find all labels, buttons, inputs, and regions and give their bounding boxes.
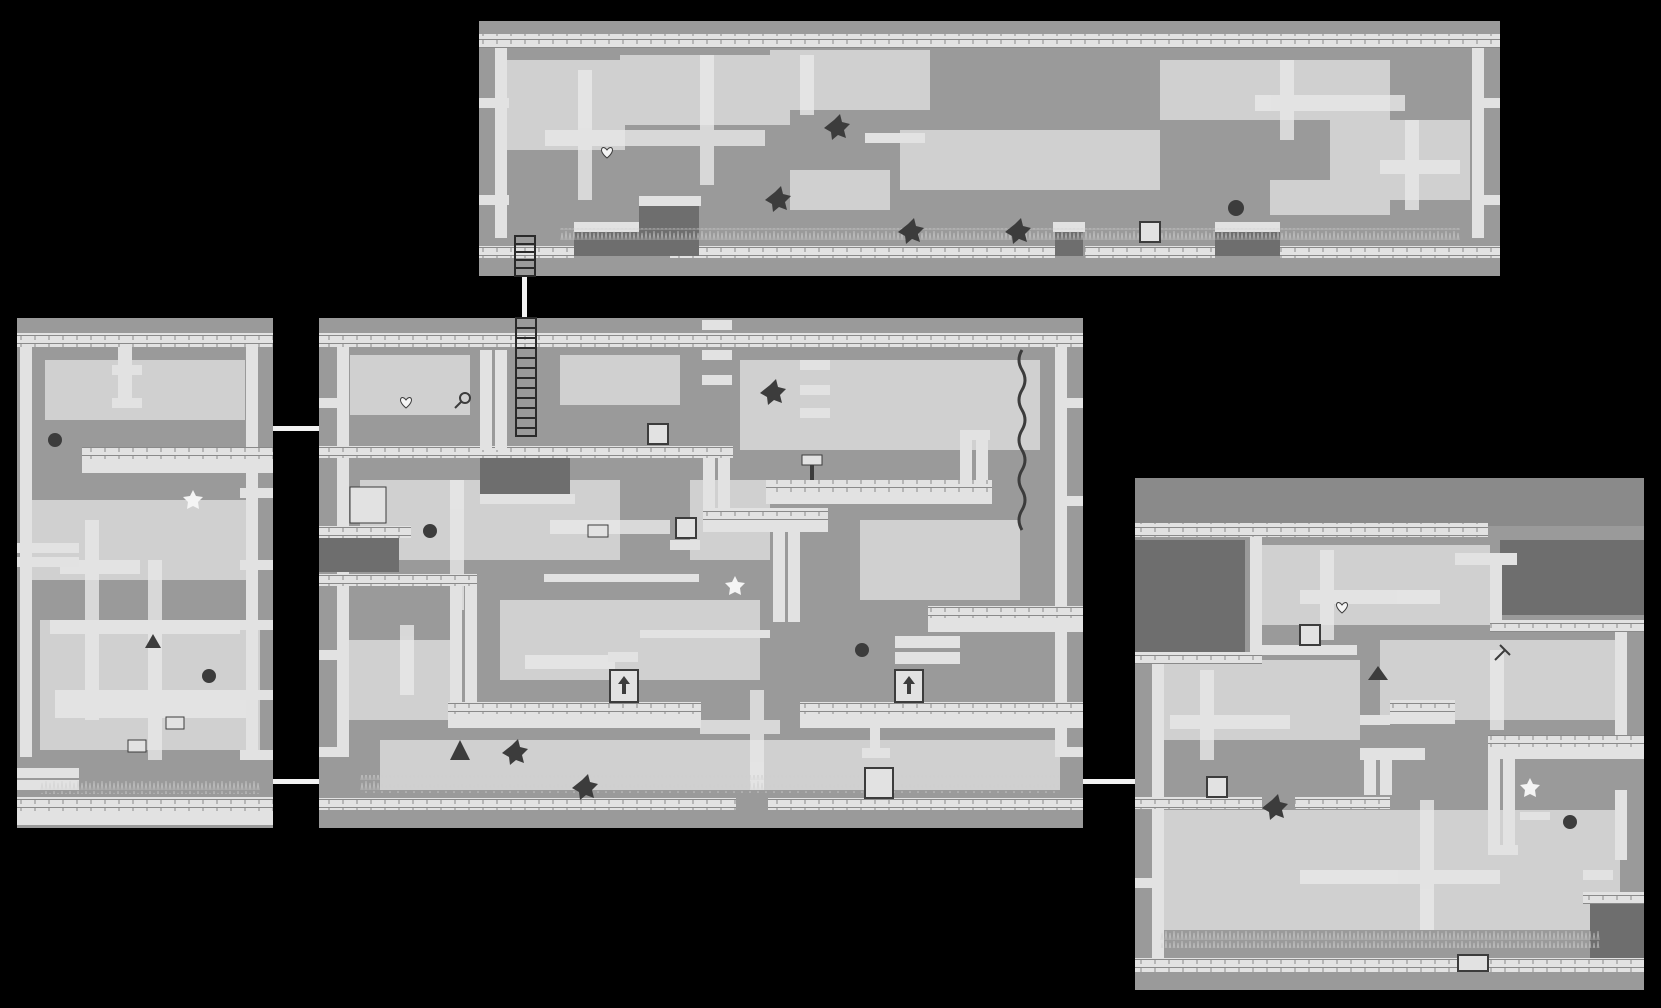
- face-block-icon: [1299, 624, 1321, 646]
- spiky-star-enemy-icon: [502, 739, 528, 765]
- connector-left-center-upper: [272, 426, 320, 431]
- spiky-star-enemy-icon: [760, 379, 786, 405]
- spiky-star-enemy-icon: [1262, 794, 1288, 820]
- star-pickup-icon: [725, 576, 745, 595]
- arrow-door-icon[interactable]: [864, 767, 894, 799]
- star-pickup-icon: [1520, 778, 1540, 797]
- berry-pickup-icon: [202, 669, 216, 683]
- heart-pickup-icon: [400, 397, 412, 409]
- face-block-icon: [127, 739, 147, 753]
- face-block-icon: [165, 716, 185, 730]
- key-pickup-icon[interactable]: [1494, 644, 1511, 661]
- berry-pickup-icon: [855, 643, 869, 657]
- ladder-icon[interactable]: [514, 235, 536, 277]
- berry-pickup-icon: [1563, 815, 1577, 829]
- arrow-door-icon[interactable]: [1457, 954, 1489, 972]
- spiky-star-enemy-icon: [1005, 218, 1031, 244]
- center-room: [319, 317, 1083, 828]
- room-connectors: [272, 270, 1135, 784]
- arrow-door-icon[interactable]: [894, 669, 924, 703]
- signpost-icon[interactable]: [801, 454, 823, 480]
- face-block-icon: [1139, 221, 1161, 243]
- spiky-star-enemy-icon: [572, 774, 598, 800]
- face-block-icon: [1206, 776, 1228, 798]
- face-block-icon: [587, 524, 609, 538]
- arrow-door-icon[interactable]: [609, 669, 639, 703]
- star-pickup-icon: [183, 490, 203, 509]
- connector-left-center-lower: [272, 779, 320, 784]
- bird-enemy-icon: [145, 634, 161, 648]
- face-block-icon: [647, 423, 669, 445]
- face-block-icon: [675, 517, 697, 539]
- hanging-vine-icon: [1017, 349, 1027, 531]
- top-room: [479, 21, 1500, 277]
- heart-pickup-icon: [601, 147, 613, 159]
- spiky-star-enemy-icon: [765, 186, 791, 212]
- ladder-icon[interactable]: [515, 317, 537, 437]
- spiky-star-enemy-icon: [824, 114, 850, 140]
- right-room: [1135, 478, 1644, 990]
- heart-pickup-icon: [1336, 602, 1348, 614]
- key-pickup-icon[interactable]: [454, 392, 471, 409]
- bird-enemy-icon: [450, 740, 470, 760]
- spiky-star-enemy-icon: [898, 218, 924, 244]
- connector-center-right: [1083, 779, 1135, 784]
- connector-top-center: [522, 270, 527, 318]
- berry-pickup-icon: [423, 524, 437, 538]
- berry-pickup-icon: [48, 433, 62, 447]
- bird-enemy-icon: [1228, 200, 1244, 216]
- bird-enemy-icon: [1368, 666, 1388, 680]
- left-room: [17, 318, 273, 828]
